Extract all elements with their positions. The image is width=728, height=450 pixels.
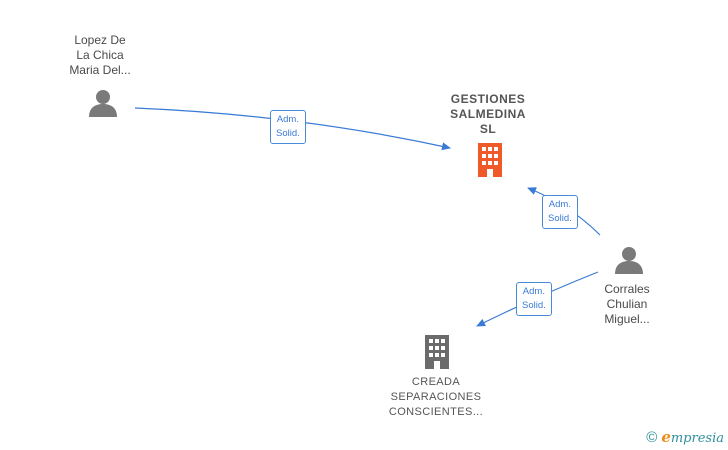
label-line: SALMEDINA [450, 107, 526, 121]
label-line: La Chica [76, 48, 124, 62]
label-line: CONSCIENTES... [388, 406, 484, 418]
building-icon[interactable] [421, 335, 453, 369]
person-icon[interactable] [614, 245, 644, 275]
label-line: SL [479, 122, 497, 136]
brand-footer: © empresia [646, 428, 724, 446]
company-label-gestiones[interactable]: GESTIONES SALMEDINA SL [438, 92, 538, 137]
brand-logo-text: mpresia [670, 431, 724, 446]
edge-label-line: Adm. [276, 114, 299, 125]
edge-label-line: Solid. [548, 213, 572, 224]
person-label-lopez[interactable]: Lopez De La Chica Maria Del... [60, 33, 140, 78]
building-icon[interactable] [474, 143, 506, 177]
label-line: Lopez De [74, 33, 126, 47]
label-line: Corrales [604, 282, 650, 296]
person-icon[interactable] [88, 88, 118, 118]
edge-label-corrales-gestiones[interactable]: Adm. Solid. [542, 195, 578, 229]
company-label-creada[interactable]: CREADA SEPARACIONES CONSCIENTES... [376, 375, 496, 420]
label-line: CREADA [411, 376, 461, 388]
brand-logo-initial: e [661, 428, 671, 446]
edge-label-line: Solid. [522, 300, 546, 311]
label-line: SEPARACIONES [390, 391, 482, 403]
label-line: GESTIONES [450, 92, 526, 106]
label-line: Chulian [606, 297, 648, 311]
label-line: Maria Del... [69, 63, 131, 77]
label-line: Miguel... [604, 312, 650, 326]
person-label-corrales[interactable]: Corrales Chulian Miguel... [586, 282, 668, 327]
edge-label-corrales-creada[interactable]: Adm. Solid. [516, 282, 552, 316]
edge-label-line: Solid. [276, 128, 300, 139]
brand-logo[interactable]: empresia [661, 428, 724, 446]
edge-label-line: Adm. [548, 199, 571, 210]
edge-label-lopez-gestiones[interactable]: Adm. Solid. [270, 110, 306, 144]
copyright-icon: © [646, 428, 658, 446]
edge-label-line: Adm. [522, 286, 545, 297]
